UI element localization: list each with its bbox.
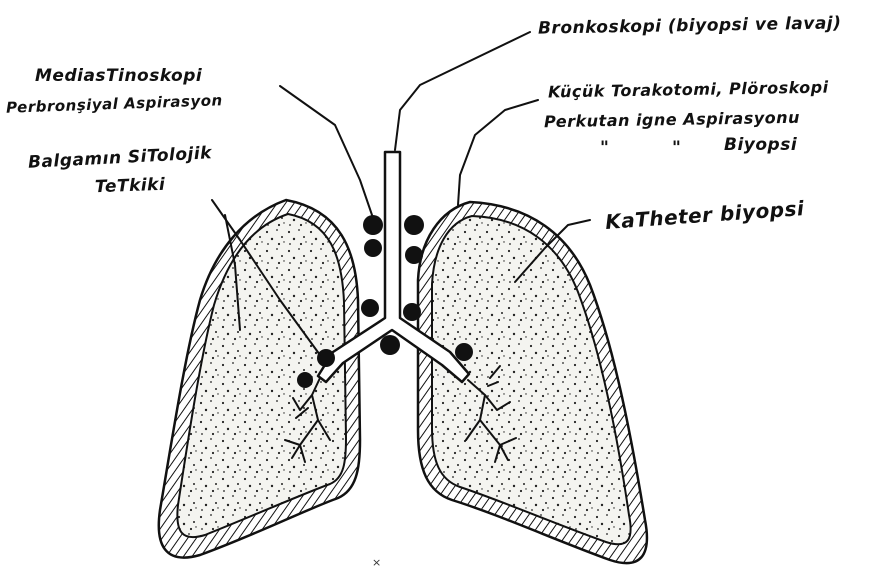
node-left-lower [361,299,379,317]
node-right-lower [403,303,421,321]
node-right-hilar [455,343,473,361]
label-ditto-2: " [672,140,681,157]
label-ditto-1: " [600,140,609,157]
node-right-upper [404,215,424,235]
leader-torakotomi [458,100,538,205]
leader-bronkoskopi [395,32,530,150]
node-right-middle [405,246,423,264]
node-left-upper [363,215,383,235]
label-biyopsi: Biyopsi [724,137,797,154]
small-mark: × [372,556,381,569]
label-tetkiki: TeTkiki [95,177,166,196]
node-left-lobar [297,372,313,388]
leader-mediastinoskopi [280,86,372,215]
label-mediastinoskopi: MediasTinoskopi [35,68,202,85]
node-left-hilar [317,349,335,367]
node-left-middle [364,239,382,257]
label-perkutan: Perkutan igne Aspirasyonu [544,110,800,130]
node-carina [380,335,400,355]
right-lung [418,202,647,563]
